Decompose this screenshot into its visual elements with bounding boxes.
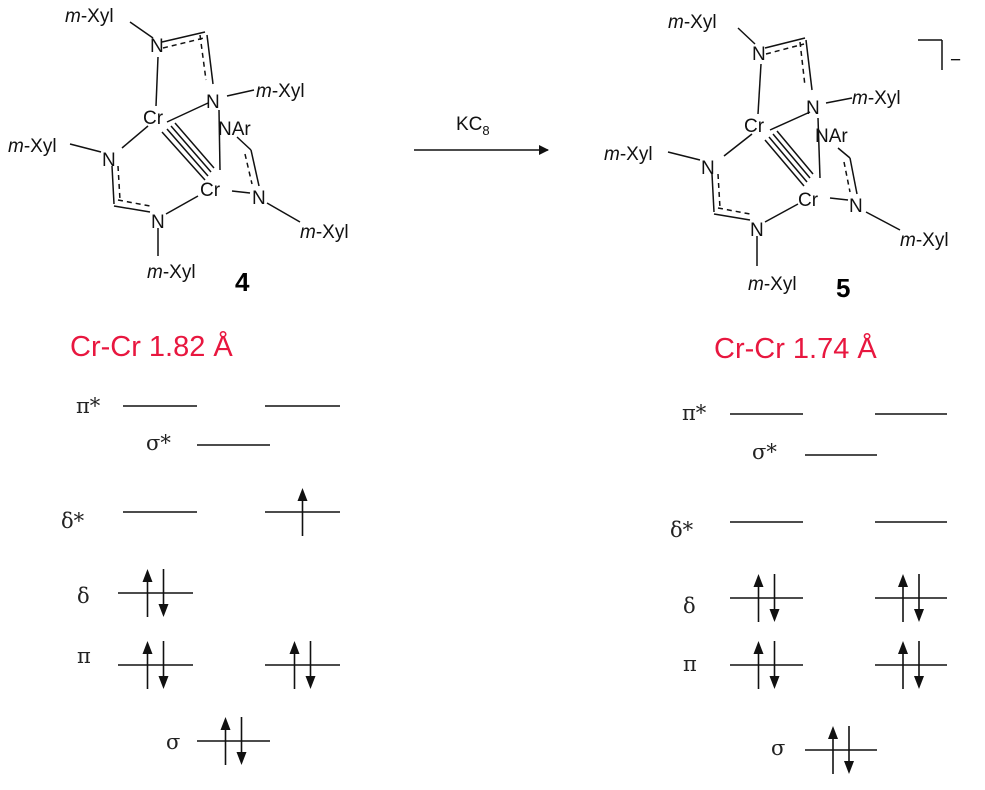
- electron-up-arrow: [142, 569, 153, 617]
- mo-level: [118, 641, 193, 689]
- atom-n: N: [102, 150, 116, 171]
- atom-n: N: [750, 220, 764, 241]
- mo-level: [197, 717, 270, 765]
- electron-up-arrow: [220, 717, 231, 765]
- atom-n: N: [206, 92, 220, 113]
- mo-diagram-4-labels: π* σ* δ* δ π σ: [61, 394, 180, 754]
- structure-4-labels: m-Xyl N N m-Xyl Cr NAr m-Xyl N Cr N N m-…: [8, 6, 349, 297]
- xyl-label: m-Xyl: [668, 12, 717, 33]
- charge-sign: −: [950, 50, 961, 71]
- electron-down-arrow: [305, 641, 316, 689]
- electron-down-arrow: [769, 574, 780, 622]
- mo-level: [875, 574, 947, 622]
- atom-cr: Cr: [744, 116, 765, 137]
- mo-label-pi-star: π*: [76, 394, 101, 418]
- atom-n: N: [806, 98, 820, 119]
- mo-label-sigma-star: σ*: [752, 440, 777, 464]
- bond-distance-4: Cr-Cr 1.82 Å: [70, 330, 233, 363]
- mo-diagram-4: [118, 405, 340, 765]
- atom-cr: Cr: [200, 180, 221, 201]
- electron-down-arrow: [769, 641, 780, 689]
- atom-nar: NAr: [815, 126, 848, 147]
- electron-down-arrow: [914, 574, 924, 622]
- mo-label-pi-star: π*: [682, 401, 707, 425]
- xyl-label: m-Xyl: [900, 230, 949, 251]
- mo-label-sigma: σ: [166, 730, 180, 754]
- mo-label-delta: δ: [77, 584, 90, 608]
- electron-up-arrow: [753, 574, 764, 622]
- mo-label-pi: π: [77, 644, 91, 668]
- mo-label-delta-star: δ*: [61, 509, 85, 533]
- atom-n: N: [701, 158, 715, 179]
- xyl-label: m-Xyl: [65, 6, 114, 27]
- mo-label-sigma-star: σ*: [146, 431, 171, 455]
- atom-n: N: [252, 188, 266, 209]
- atom-n: N: [150, 36, 164, 57]
- xyl-label: m-Xyl: [604, 144, 653, 165]
- mo-label-delta: δ: [683, 594, 696, 618]
- mo-level: [805, 726, 877, 774]
- mo-diagram-5: [730, 413, 947, 774]
- atom-n: N: [151, 212, 165, 233]
- electron-down-arrow: [158, 569, 169, 617]
- electron-down-arrow: [844, 726, 854, 774]
- mo-level: [265, 488, 340, 536]
- electron-up-arrow: [289, 641, 300, 689]
- mo-label-pi: π: [683, 652, 697, 676]
- mo-level: [730, 574, 803, 622]
- mo-level: [730, 641, 803, 689]
- electron-down-arrow: [236, 717, 247, 765]
- electron-up-arrow: [753, 641, 764, 689]
- atom-cr: Cr: [798, 190, 819, 211]
- mo-level: [118, 569, 193, 617]
- electron-up-arrow: [142, 641, 153, 689]
- mo-label-delta-star: δ*: [670, 518, 694, 542]
- electron-up-arrow: [828, 726, 838, 774]
- mo-level: [875, 641, 947, 689]
- atom-n: N: [849, 196, 863, 217]
- electron-up-arrow: [898, 574, 908, 622]
- electron-up-arrow: [898, 641, 908, 689]
- atom-nar: NAr: [218, 119, 251, 140]
- bond-distance-5: Cr-Cr 1.74 Å: [714, 332, 877, 365]
- mo-diagram-5-labels: π* σ* δ* δ π σ: [670, 401, 785, 760]
- mo-label-sigma: σ: [771, 736, 785, 760]
- xyl-label: m-Xyl: [256, 81, 305, 102]
- compound-number-5: 5: [836, 273, 850, 303]
- electron-up-arrow: [297, 488, 308, 536]
- compound-number-4: 4: [235, 267, 250, 297]
- atom-n: N: [752, 44, 766, 65]
- xyl-label: m-Xyl: [147, 262, 196, 283]
- xyl-label: m-Xyl: [8, 136, 57, 157]
- structure-4: [69, 21, 301, 256]
- xyl-label: m-Xyl: [300, 222, 349, 243]
- electron-down-arrow: [158, 641, 169, 689]
- structure-5: [667, 27, 943, 266]
- electron-down-arrow: [914, 641, 924, 689]
- xyl-label: m-Xyl: [748, 274, 797, 295]
- mo-level: [265, 641, 340, 689]
- structure-5-labels: m-Xyl N N m-Xyl Cr NAr m-Xyl N Cr N N m-…: [604, 12, 961, 303]
- reagent-label: KC8: [456, 114, 490, 138]
- xyl-label: m-Xyl: [852, 88, 901, 109]
- atom-cr: Cr: [143, 108, 164, 129]
